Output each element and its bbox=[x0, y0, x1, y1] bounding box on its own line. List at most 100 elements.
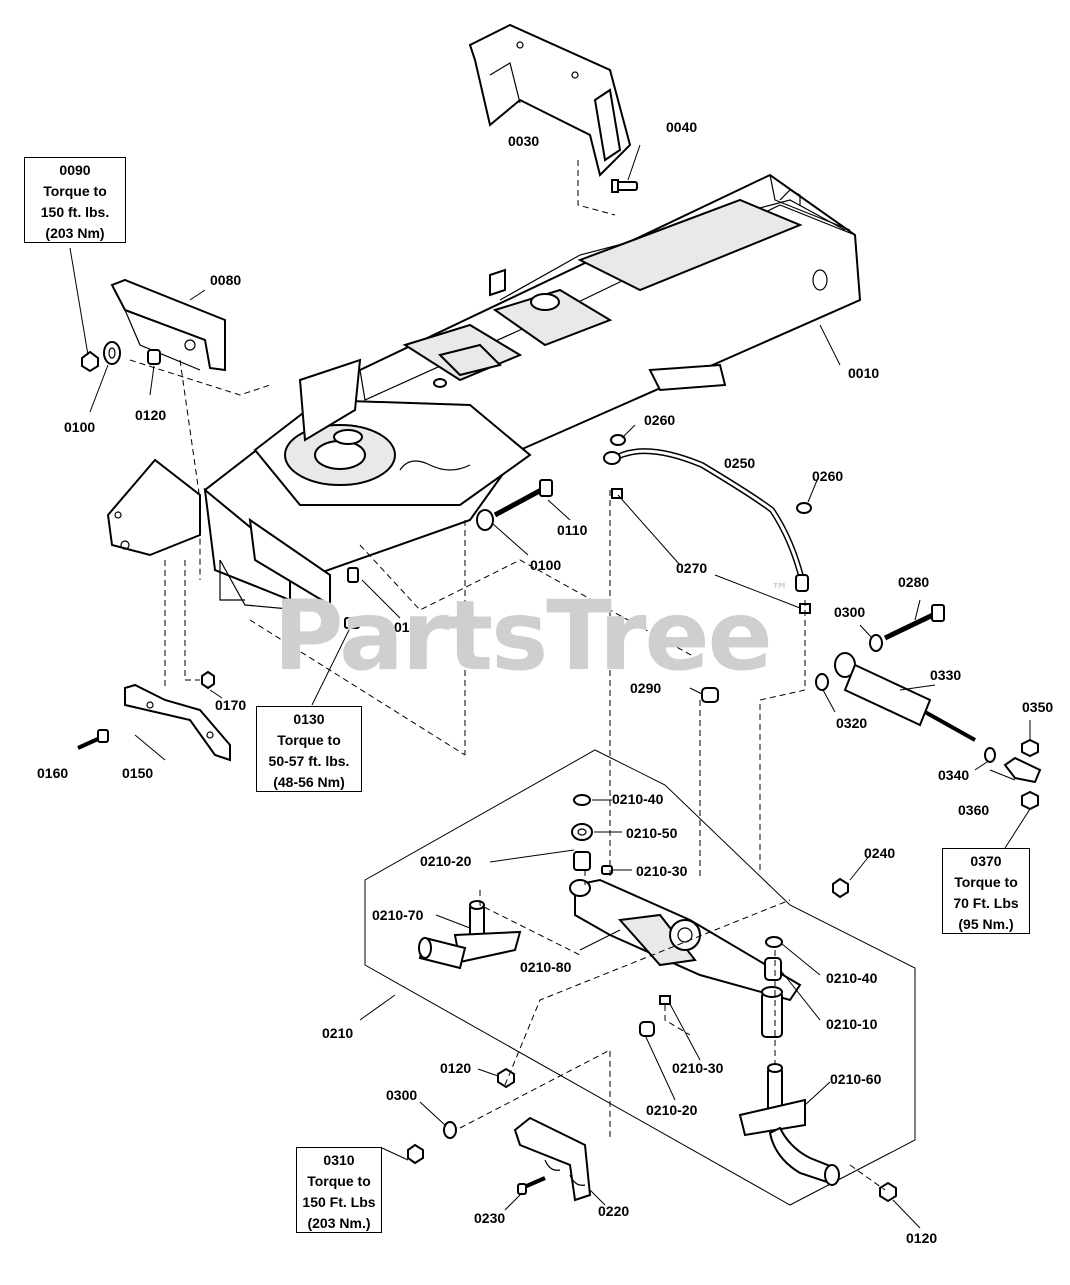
label-0360: 0360 bbox=[958, 802, 989, 818]
label-0150: 0150 bbox=[122, 765, 153, 781]
bumper-0080-part bbox=[110, 278, 226, 372]
nut-0350-part bbox=[1021, 738, 1039, 758]
bracket-0030-part bbox=[468, 23, 632, 177]
label-0280: 0280 bbox=[898, 574, 929, 590]
label-0340: 0340 bbox=[938, 767, 969, 783]
washer-0100-part bbox=[103, 341, 121, 365]
leader-lines bbox=[69, 144, 1031, 1229]
callout-0370-line1: Torque to bbox=[954, 874, 1018, 890]
label-0260-a: 0260 bbox=[644, 412, 675, 428]
washer-0300-part bbox=[869, 634, 883, 652]
nut-0310-part bbox=[407, 1143, 424, 1165]
label-0210-40-b: 0210-40 bbox=[826, 970, 878, 986]
part-labels: 0030 0040 0080 0100 0120 0010 0260 0250 … bbox=[37, 119, 1053, 1246]
label-0330: 0330 bbox=[930, 667, 961, 683]
callout-0090-line3: (203 Nm) bbox=[45, 225, 105, 241]
label-0140: 0140 bbox=[394, 619, 425, 635]
label-0110: 0110 bbox=[557, 522, 588, 538]
label-0270: 0270 bbox=[676, 560, 707, 576]
label-0120-b: 0120 bbox=[440, 1060, 471, 1076]
label-0100-b: 0100 bbox=[530, 557, 561, 573]
callout-0130-part: 0130 bbox=[293, 711, 325, 727]
bolt-0110-part bbox=[493, 479, 553, 518]
callout-0310-line3: (203 Nm.) bbox=[307, 1215, 371, 1231]
screw-0160-part bbox=[77, 729, 109, 750]
callout-0130-line3: (48-56 Nm) bbox=[273, 774, 345, 790]
nut-0240-part bbox=[832, 877, 849, 899]
spacer-0120-part bbox=[147, 349, 161, 365]
ball-joint-0260-part bbox=[610, 434, 812, 614]
label-0210-50: 0210-50 bbox=[626, 825, 678, 841]
bolt-0280-part bbox=[883, 604, 945, 641]
plate-0150-part bbox=[124, 683, 231, 762]
label-0210-20-a: 0210-20 bbox=[420, 853, 472, 869]
callout-0130-line2: 50-57 ft. lbs. bbox=[268, 753, 350, 769]
label-0230: 0230 bbox=[474, 1210, 505, 1226]
label-0170: 0170 bbox=[215, 697, 246, 713]
partstree-watermark: PartsTree™ bbox=[270, 580, 790, 692]
label-0040: 0040 bbox=[666, 119, 697, 135]
bolt-0140-part bbox=[347, 567, 359, 583]
label-0120-a: 0120 bbox=[135, 407, 166, 423]
washer-0340-part bbox=[984, 747, 996, 763]
spindle-0210-70-part bbox=[418, 900, 522, 970]
label-0210-20-b: 0210-20 bbox=[646, 1102, 698, 1118]
nut-0170-part bbox=[201, 670, 215, 690]
label-0320: 0320 bbox=[836, 715, 867, 731]
label-0030: 0030 bbox=[508, 133, 539, 149]
bolt-0040-part bbox=[611, 179, 638, 193]
label-0210-30-a: 0210-30 bbox=[636, 863, 688, 879]
label-0120-c: 0120 bbox=[906, 1230, 937, 1246]
watermark-trademark: ™ bbox=[770, 580, 789, 601]
bracket-0220-part bbox=[513, 1116, 592, 1202]
axle-assembly-box bbox=[364, 749, 916, 1206]
spindle-0210-60-part bbox=[738, 1063, 840, 1186]
nut-0370-part bbox=[1021, 790, 1039, 811]
callout-0310-line2: 150 Ft. Lbs bbox=[302, 1194, 376, 1210]
label-0160: 0160 bbox=[37, 765, 68, 781]
frame-0010-part bbox=[106, 173, 862, 611]
label-0210-10: 0210-10 bbox=[826, 1016, 878, 1032]
washer-0320-part bbox=[815, 673, 829, 691]
callout-0310-part: 0310 bbox=[323, 1152, 355, 1168]
drag-link-0250-part bbox=[603, 448, 809, 592]
watermark-text: PartsTree bbox=[273, 580, 772, 692]
label-0210-40-a: 0210-40 bbox=[612, 791, 664, 807]
label-0210-80: 0210-80 bbox=[520, 959, 572, 975]
spindle-parts-upper bbox=[571, 794, 613, 875]
screw-0230-part bbox=[517, 1176, 546, 1195]
label-0210-70: 0210-70 bbox=[372, 907, 424, 923]
label-0210-30-b: 0210-30 bbox=[672, 1060, 724, 1076]
label-0350: 0350 bbox=[1022, 699, 1053, 715]
label-0300-a: 0300 bbox=[834, 604, 865, 620]
rod-end-0360-part bbox=[1003, 756, 1042, 784]
label-0220: 0220 bbox=[598, 1203, 629, 1219]
nut-0090-part bbox=[81, 350, 99, 373]
torque-callout-0130: 0130 Torque to 50-57 ft. lbs. (48-56 Nm) bbox=[256, 706, 362, 792]
callout-0130-line1: Torque to bbox=[277, 732, 341, 748]
callout-0090-line2: 150 ft. lbs. bbox=[40, 204, 110, 220]
callout-0370-line3: (95 Nm.) bbox=[958, 916, 1014, 932]
callout-0370-part: 0370 bbox=[970, 853, 1002, 869]
callout-0090-line1: Torque to bbox=[43, 183, 107, 199]
label-0010: 0010 bbox=[848, 365, 879, 381]
callout-0370-line2: 70 Ft. Lbs bbox=[953, 895, 1019, 911]
label-0080: 0080 bbox=[210, 272, 241, 288]
assembly-lines bbox=[129, 160, 886, 1191]
bushing-0290-part bbox=[701, 687, 719, 703]
nut-0120c-part bbox=[879, 1181, 897, 1203]
label-0210-60: 0210-60 bbox=[830, 1071, 882, 1087]
washer-0100b-part bbox=[476, 509, 494, 531]
callout-0310-line1: Torque to bbox=[307, 1173, 371, 1189]
torque-callout-0370: 0370 Torque to 70 Ft. Lbs (95 Nm.) bbox=[942, 848, 1030, 934]
cylinder-0330-part bbox=[834, 652, 976, 742]
label-0240: 0240 bbox=[864, 845, 895, 861]
label-0290: 0290 bbox=[630, 680, 661, 696]
torque-callout-0090: 0090 Torque to 150 ft. lbs. (203 Nm) bbox=[24, 157, 126, 243]
torque-callout-0310: 0310 Torque to 150 Ft. Lbs (203 Nm.) bbox=[296, 1147, 382, 1233]
bolt-0130-part bbox=[344, 617, 360, 629]
axle-0210-80-part bbox=[569, 878, 802, 1002]
label-0210: 0210 bbox=[322, 1025, 353, 1041]
label-0100-a: 0100 bbox=[64, 419, 95, 435]
